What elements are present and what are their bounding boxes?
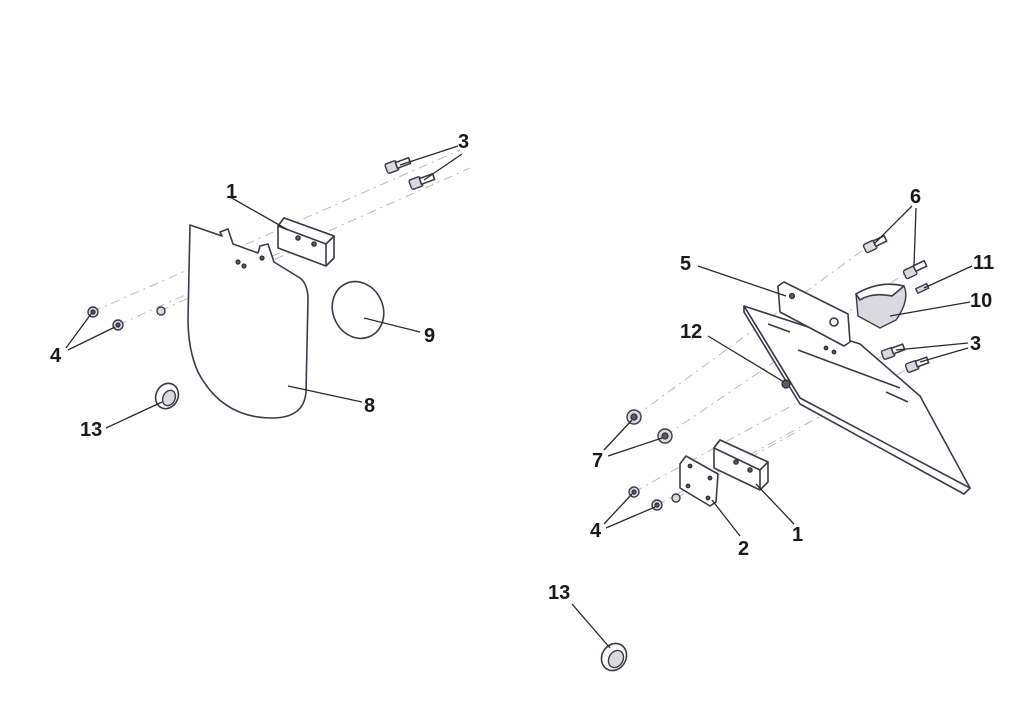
leader-line xyxy=(707,335,785,383)
leader-line xyxy=(65,313,92,349)
leader-line xyxy=(105,401,163,429)
leader-line xyxy=(697,265,787,297)
assembly-axis-line xyxy=(159,247,301,312)
light-housing-top xyxy=(855,283,905,301)
leader-line xyxy=(607,437,663,457)
backing-plate xyxy=(679,455,719,507)
leader-line xyxy=(363,317,421,333)
leader-line xyxy=(603,493,633,525)
bolt xyxy=(904,356,930,373)
spacer-hole xyxy=(295,235,301,241)
callout-10: 10 xyxy=(970,290,992,312)
bracket-hole xyxy=(831,349,837,355)
right-assembly: 5 6 11 10 3 12 7 4 2 1 13 xyxy=(548,186,994,672)
leader-line xyxy=(755,483,795,525)
plate-hole xyxy=(707,475,713,481)
bolt xyxy=(880,343,906,360)
plate-fold-line xyxy=(797,349,901,389)
mud-flap-plate xyxy=(187,224,309,419)
mounting-hole xyxy=(259,255,265,261)
plate-slot xyxy=(767,323,791,333)
spacer-hole xyxy=(747,467,753,473)
bracket-hole xyxy=(823,345,829,351)
plate-hole xyxy=(685,483,691,489)
grommet-inner xyxy=(607,649,625,669)
nut-hole xyxy=(654,502,660,508)
assembly-axis-line xyxy=(633,351,891,493)
callout-5: 5 xyxy=(680,253,691,275)
leader-line xyxy=(889,301,971,317)
nut-hole xyxy=(115,322,121,328)
callout-7: 7 xyxy=(592,450,603,472)
callout-2: 2 xyxy=(738,538,749,560)
leader-line xyxy=(605,506,656,529)
leader-line xyxy=(423,153,463,181)
leader-line xyxy=(923,265,973,289)
leader-line xyxy=(571,603,611,649)
callout-6: 6 xyxy=(910,186,921,208)
callout-4: 4 xyxy=(50,345,62,367)
callout-9: 9 xyxy=(424,325,435,347)
bolt xyxy=(384,156,412,174)
callout-1: 1 xyxy=(226,181,237,203)
plate-hole xyxy=(687,463,693,469)
assembly-axis-line xyxy=(633,244,871,418)
callout-1: 1 xyxy=(792,524,803,546)
bracket-hole xyxy=(788,292,796,300)
leader-line xyxy=(913,207,917,267)
upper-mounting-bracket xyxy=(777,281,851,347)
small-screw xyxy=(914,282,930,295)
mounting-hole xyxy=(241,263,247,269)
callout-13: 13 xyxy=(548,582,570,604)
callout-12: 12 xyxy=(680,321,702,343)
license-plate-bracket xyxy=(743,305,971,491)
leader-line xyxy=(895,342,969,351)
washer xyxy=(671,493,681,503)
bracket-hole xyxy=(829,317,839,327)
leader-line xyxy=(711,499,741,537)
callout-3: 3 xyxy=(458,131,469,153)
plate-hole xyxy=(705,495,711,501)
left-assembly: 1 3 4 8 9 13 xyxy=(50,131,471,441)
nut-hole xyxy=(90,309,96,315)
plate-slot xyxy=(885,391,909,403)
leader-line xyxy=(919,347,969,363)
nut-hole xyxy=(631,489,637,495)
bolt xyxy=(408,172,436,190)
flange-nut-hole xyxy=(661,432,669,440)
spacer-hole xyxy=(733,459,739,465)
flange-nut-hole xyxy=(630,413,638,421)
callout-8: 8 xyxy=(364,395,375,417)
assembly-axis-line xyxy=(91,149,461,313)
mounting-hole xyxy=(235,259,241,265)
leader-line xyxy=(67,326,116,351)
callout-3: 3 xyxy=(970,333,981,355)
leader-line xyxy=(873,205,913,245)
bolt xyxy=(902,259,928,280)
leader-line xyxy=(603,419,633,451)
bolt xyxy=(862,234,888,254)
reflector-ring xyxy=(331,280,385,340)
washer xyxy=(156,306,166,316)
license-plate-bracket-edge xyxy=(743,305,971,495)
callout-11: 11 xyxy=(973,252,994,274)
leader-line xyxy=(287,385,363,403)
grommet-inner xyxy=(161,389,177,407)
spacer-hole xyxy=(311,241,317,247)
leader-line xyxy=(399,145,459,166)
leader-line xyxy=(229,196,289,231)
callout-4: 4 xyxy=(590,520,602,542)
callout-13: 13 xyxy=(80,419,102,441)
